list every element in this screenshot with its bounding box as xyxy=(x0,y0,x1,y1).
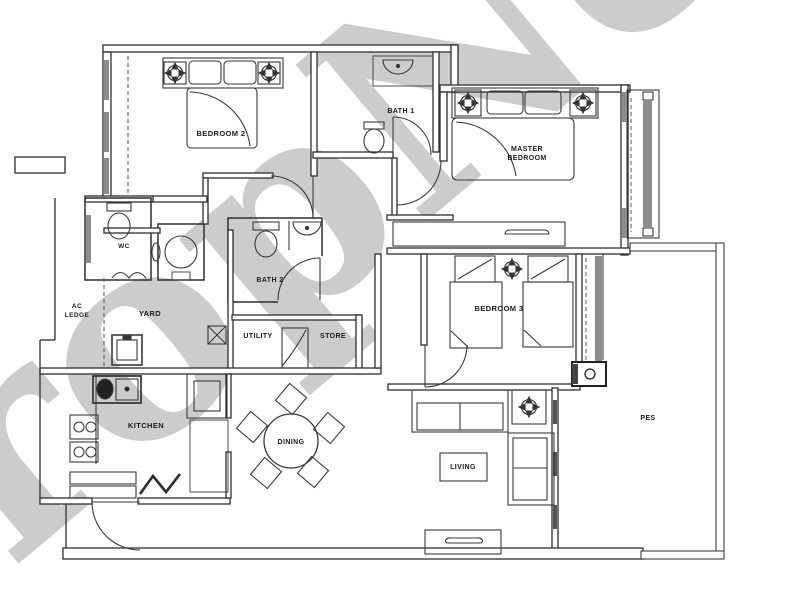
room-label-bath2: BATH 2 xyxy=(256,277,283,284)
toilet-icon xyxy=(252,221,280,231)
bifold-door-icon xyxy=(138,473,182,495)
room-label-master-1: MASTER xyxy=(511,146,543,153)
room-label-acledge-1: AC xyxy=(72,303,82,310)
chair-icon xyxy=(235,410,269,444)
room-label-store: STORE xyxy=(320,333,346,340)
utility-fixtures xyxy=(281,327,309,369)
kitchen-sink-icon xyxy=(92,375,142,404)
room-label-bedroom3: BEDROOM 3 xyxy=(474,304,523,313)
shoe-cabinet xyxy=(69,471,137,485)
chair-icon xyxy=(296,455,330,489)
aircon-icon xyxy=(164,62,186,84)
stove-icon xyxy=(69,414,99,463)
room-label-acledge-2: LEDGE xyxy=(65,312,90,319)
walls xyxy=(14,44,725,560)
fixtures xyxy=(69,55,599,555)
single-beds-bedroom3 xyxy=(449,255,574,349)
washer-icon xyxy=(151,235,198,281)
room-label-utility: UTILITY xyxy=(243,333,272,340)
fridge-icon xyxy=(186,373,228,419)
double-bed-master xyxy=(392,87,599,247)
tv-console xyxy=(424,529,502,555)
living-fixtures xyxy=(411,389,555,555)
room-label-bath1: BATH 1 xyxy=(387,108,414,115)
room-label-master-2: BEDROOM xyxy=(507,155,546,162)
yard-fixtures xyxy=(111,325,227,366)
chair-icon xyxy=(312,411,346,445)
room-label-dining: DINING xyxy=(278,439,305,446)
louvre-door-icon xyxy=(111,271,147,279)
room-label-kitchen: KITCHEN xyxy=(128,421,164,430)
coffee-table xyxy=(439,452,488,482)
windows xyxy=(86,56,652,529)
dining-set xyxy=(235,382,346,490)
basin-icon xyxy=(382,59,414,75)
room-label-pes: PES xyxy=(640,415,655,422)
chair-icon xyxy=(249,456,283,490)
wardrobe xyxy=(392,221,566,247)
counter xyxy=(189,419,229,493)
laundry-sink-icon xyxy=(111,334,143,366)
chair-icon xyxy=(274,382,308,416)
floor-trap-icon xyxy=(207,325,227,345)
room-label-wc: WC xyxy=(118,243,130,250)
basin-icon xyxy=(292,221,322,236)
room-labels: BEDROOM 2 BATH 1 MASTER BEDROOM WC BATH … xyxy=(65,108,655,471)
ceiling-fan-icon xyxy=(518,396,540,418)
kitchen-fixtures xyxy=(69,373,229,499)
toilet-icon xyxy=(106,202,132,212)
room-label-bedroom2: BEDROOM 2 xyxy=(196,129,245,138)
room-label-living: LIVING xyxy=(450,464,476,471)
aircon-icon xyxy=(501,258,523,280)
column xyxy=(571,361,607,387)
room-label-yard: YARD xyxy=(139,309,161,318)
sofa-2seat xyxy=(507,432,555,506)
double-bed-bedroom2 xyxy=(162,57,284,149)
bath2-fixtures xyxy=(252,221,322,258)
doors xyxy=(91,116,468,551)
wc-fixtures xyxy=(106,202,132,240)
bath1-fixtures xyxy=(363,55,434,154)
sofa-3seat xyxy=(411,389,509,433)
